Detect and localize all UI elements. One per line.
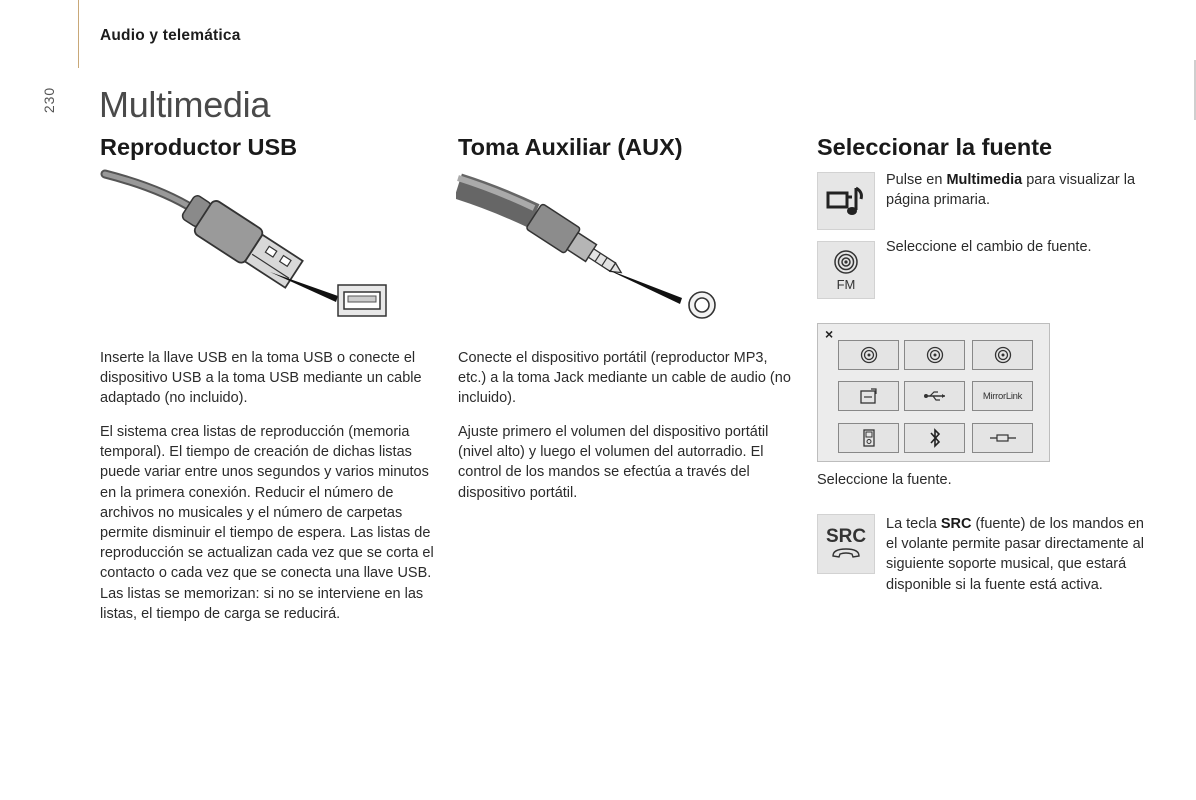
- source-step-3: Seleccione la fuente.: [817, 472, 952, 488]
- source-radio-3[interactable]: [972, 340, 1033, 370]
- phone-handset-icon: [832, 548, 860, 558]
- multimedia-note-icon: [826, 186, 863, 215]
- bluetooth-icon: [929, 428, 940, 448]
- source-radio-2[interactable]: [904, 340, 965, 370]
- source-radio-1[interactable]: [838, 340, 899, 370]
- src-steering-button[interactable]: SRC: [817, 514, 875, 574]
- usb-section-title: Reproductor USB: [100, 134, 298, 160]
- fm-label: FM: [836, 276, 856, 292]
- aux-paragraph-2: Ajuste primero el volumen del dispositiv…: [458, 424, 769, 501]
- disc-icon: [860, 346, 877, 364]
- aux-jack-icon: [989, 434, 1016, 442]
- sd-card-icon: [859, 388, 877, 404]
- usb-paragraph-2: El sistema crea listas de reproducción (…: [100, 424, 434, 622]
- radio-signal-icon: [834, 249, 858, 274]
- usb-paragraph-1: Inserte la llave USB en la toma USB o co…: [100, 350, 422, 407]
- source-mirrorlink[interactable]: MirrorLink: [972, 381, 1033, 411]
- source-change-button[interactable]: FM: [817, 241, 875, 299]
- header-rule: [78, 0, 79, 68]
- usb-plug-illustration: [100, 169, 387, 317]
- multimedia-button[interactable]: [817, 172, 875, 230]
- source-selection-panel: × MirrorLink: [817, 323, 1050, 462]
- source-sd-card[interactable]: [838, 381, 899, 411]
- source-step-1: Pulse en Multimedia para visualizar la p…: [886, 172, 1136, 209]
- source-bluetooth[interactable]: [904, 423, 965, 453]
- aux-paragraph-1: Conecte el dispositivo portátil (reprodu…: [458, 350, 791, 407]
- source-step-2: Seleccione el cambio de fuente.: [886, 239, 1092, 255]
- ipod-icon: [862, 429, 875, 447]
- source-step-4: La tecla SRC (fuente) de los mandos en e…: [886, 516, 1144, 593]
- section-label: Audio y telemática: [100, 27, 241, 44]
- source-section-title: Seleccionar la fuente: [817, 134, 1053, 160]
- usb-icon: [923, 391, 945, 401]
- disc-icon: [994, 346, 1011, 364]
- disc-icon: [926, 346, 943, 364]
- page-edge: [1194, 60, 1196, 120]
- mirrorlink-label: MirrorLink: [982, 390, 1023, 402]
- page-number: 230: [41, 86, 57, 114]
- jack-plug-illustration: [456, 173, 716, 319]
- source-ipod[interactable]: [838, 423, 899, 453]
- page-title: Multimedia: [99, 84, 271, 125]
- source-aux[interactable]: [972, 423, 1033, 453]
- aux-section-title: Toma Auxiliar (AUX): [458, 134, 683, 160]
- close-icon[interactable]: ×: [825, 326, 834, 342]
- source-usb[interactable]: [904, 381, 965, 411]
- src-label: SRC: [825, 526, 867, 547]
